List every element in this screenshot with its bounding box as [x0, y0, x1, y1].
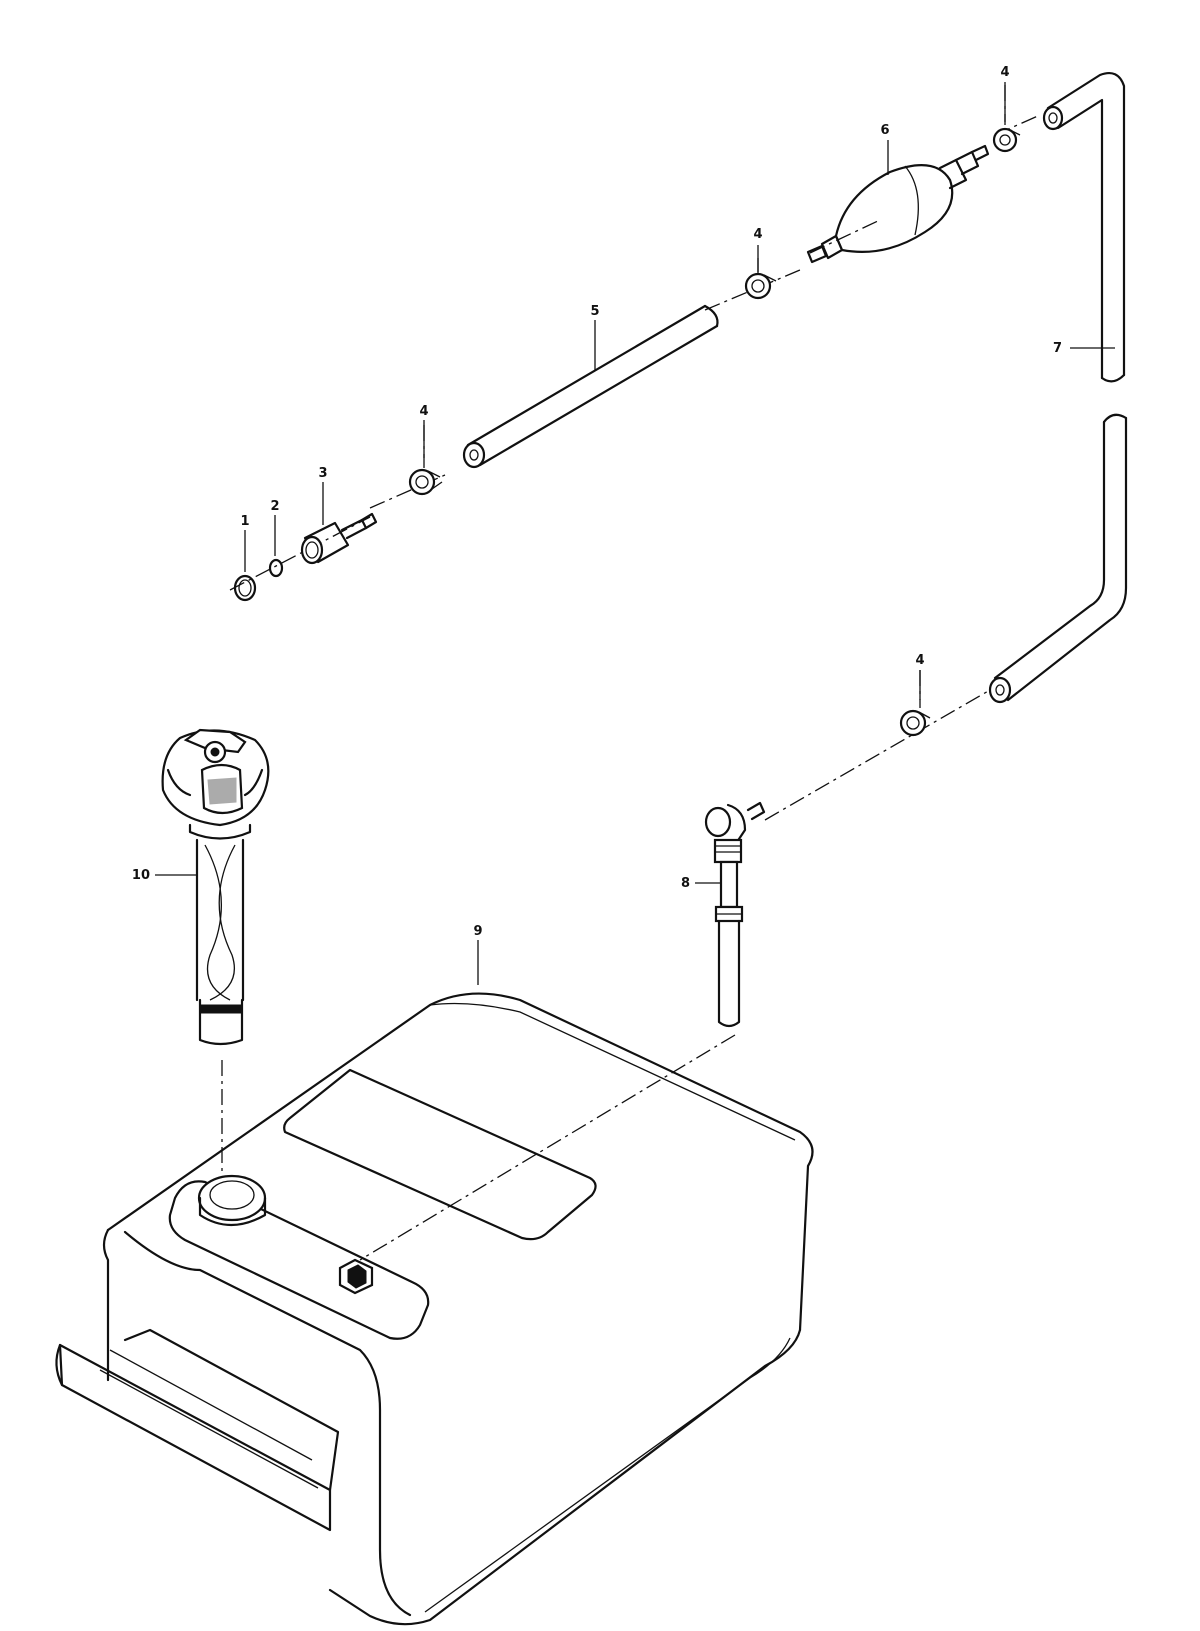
callout-8: 8	[681, 876, 690, 891]
part-4-clamp-a	[408, 468, 443, 496]
callout-10: 10	[132, 868, 150, 883]
part-10-fuel-gauge	[161, 728, 270, 1046]
callout-9: 9	[473, 924, 482, 939]
callout-labels: 1 2 3 4 4 4 4 5 6 7 8 9 10	[132, 65, 1062, 939]
leader-lines	[155, 82, 1115, 985]
callout-6: 6	[880, 123, 889, 138]
part-7-fuel-line	[988, 71, 1128, 704]
part-8-fuel-pickup	[704, 801, 766, 1028]
part-4-clamp-b	[744, 272, 777, 300]
part-3-connector	[300, 512, 378, 565]
callout-4-c: 4	[1000, 65, 1009, 80]
part-5-fuel-hose	[462, 304, 719, 469]
callout-4-d: 4	[915, 653, 924, 668]
part-1-o-ring	[233, 574, 257, 602]
part-2-small-o-ring	[268, 558, 284, 578]
callout-7: 7	[1053, 341, 1062, 356]
callout-5: 5	[590, 304, 599, 319]
callout-1: 1	[240, 514, 249, 529]
callout-4-a: 4	[419, 404, 428, 419]
part-4-clamp-d	[899, 709, 931, 737]
callout-4-b: 4	[753, 227, 762, 242]
part-6-primer-bulb	[806, 144, 990, 264]
callout-2: 2	[270, 499, 279, 514]
part-4-clamp-c	[992, 127, 1021, 153]
callout-3: 3	[318, 466, 327, 481]
assembly-centerlines	[221, 85, 1041, 1261]
part-9-fuel-tank	[55, 992, 814, 1626]
